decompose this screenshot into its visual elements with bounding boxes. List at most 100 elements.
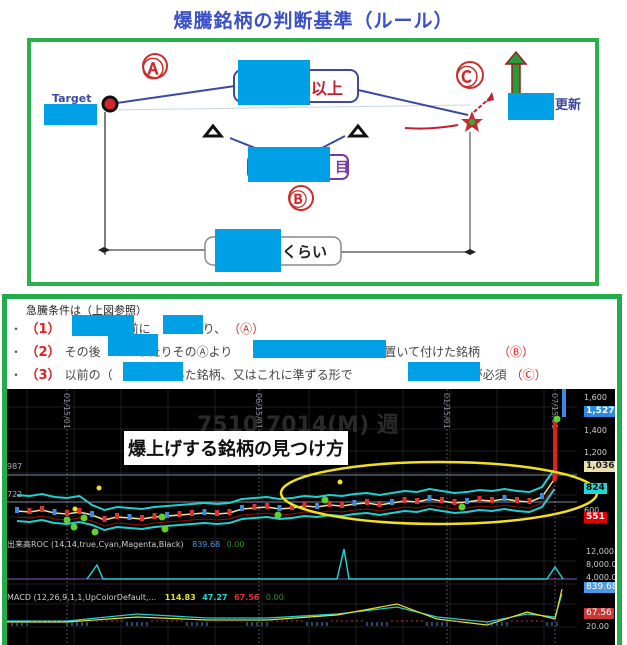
candle (340, 502, 344, 508)
candle (102, 516, 107, 522)
candle (190, 510, 194, 516)
signal-dot (337, 479, 343, 485)
candle (440, 497, 444, 503)
candle (65, 510, 69, 516)
candle (327, 501, 332, 507)
candle (52, 509, 57, 515)
redacted-c3a (123, 362, 183, 381)
badge-low: 551 (584, 512, 607, 523)
roc-axis-2: 8,000.0 (586, 560, 615, 569)
date-label: 01/15/01 (442, 393, 451, 429)
candle (215, 510, 219, 516)
box-top-suffix: 以上 (311, 79, 344, 98)
signal-dot (274, 511, 282, 519)
candle (90, 511, 94, 517)
candle (377, 501, 382, 507)
highlight-ellipse (279, 460, 599, 526)
macd-axis-1: 20.00 (586, 622, 609, 631)
candle (452, 499, 457, 505)
box-bottom-suffix: くらい (282, 243, 328, 261)
axis-1200: 1,200 (584, 448, 607, 457)
redacted-box-middle (248, 147, 330, 182)
candle (415, 498, 419, 504)
candle (115, 513, 119, 519)
roc-badge: 839.68 (584, 582, 615, 593)
redacted-box-top (238, 60, 310, 105)
redacted-target (44, 104, 97, 125)
candle (127, 514, 132, 520)
candle (465, 498, 469, 504)
right-suffix: 更新 (555, 98, 582, 113)
candle (302, 502, 307, 508)
macd-badge: 67.56 (584, 608, 614, 619)
candle (77, 508, 82, 514)
signal-dot (80, 514, 88, 522)
candle (140, 515, 144, 521)
redacted-c2b (253, 340, 386, 358)
axis-600: 600 (584, 506, 600, 515)
candle (402, 497, 407, 503)
candle (352, 500, 357, 506)
signal-dot (96, 485, 102, 491)
macd-legend: MACD (12,26,9,1,1,UpColorDefault,... 114… (7, 593, 284, 602)
candle (227, 509, 232, 515)
signal-dot (161, 525, 169, 533)
candle (27, 508, 32, 514)
candle (390, 499, 394, 505)
spike-candle (553, 419, 557, 479)
bollinger-upper-line (16, 468, 556, 512)
candle (502, 495, 507, 501)
redacted-c2a (108, 334, 158, 356)
candle (477, 496, 482, 502)
candle (252, 504, 257, 510)
roc-axis-3: 4,000.0 (586, 573, 615, 582)
redacted-c3b (408, 362, 480, 381)
candle (277, 505, 282, 511)
signal-dot (458, 503, 466, 511)
axis-1600: 1,600 (584, 393, 607, 402)
candle (240, 505, 244, 511)
candle (40, 506, 44, 512)
chart-overlay-title: 爆上げする銘柄の見つけ方 (124, 431, 348, 465)
left-level-2: 722 (7, 490, 23, 499)
axis-1400: 1,400 (584, 426, 607, 435)
signal-dot (91, 528, 99, 536)
candle (315, 503, 319, 509)
page-title: 爆騰銘柄の判断基準（ルール） (173, 10, 454, 32)
signal-dot (72, 506, 78, 512)
redacted-c1a (72, 315, 134, 336)
bollinger-lower-line (16, 488, 556, 532)
date-label: 07/15/01 (550, 393, 559, 429)
candle (527, 498, 532, 504)
signal-dot (553, 415, 561, 423)
box-middle-suffix: 目 (335, 160, 349, 176)
moving-average-line (16, 478, 556, 521)
signal-dot (70, 523, 78, 531)
candle (202, 509, 207, 515)
candle (177, 511, 182, 517)
candle (265, 503, 269, 509)
left-level-1: 987 (7, 462, 23, 471)
spike-candle (562, 389, 566, 417)
date-label: 06/15/01 (254, 393, 263, 429)
redacted-right (508, 93, 554, 120)
candle (152, 513, 157, 519)
candle (540, 493, 544, 499)
circle-c-label: Ⓒ (456, 66, 479, 91)
candle (490, 497, 494, 503)
macd-signal-line (7, 593, 563, 623)
candle (165, 512, 169, 518)
target-label: Target (52, 92, 92, 105)
signal-dot (321, 496, 329, 504)
signal-dot (63, 516, 71, 524)
circle-a-label: Ⓐ (142, 58, 165, 83)
target-dot-icon (101, 95, 119, 113)
redacted-box-bottom (215, 229, 281, 272)
badge-cur: 824 (584, 483, 607, 494)
candle (365, 499, 369, 505)
signal-dot (158, 513, 166, 521)
candle (427, 495, 432, 501)
circle-b-label: Ⓑ (289, 190, 307, 211)
